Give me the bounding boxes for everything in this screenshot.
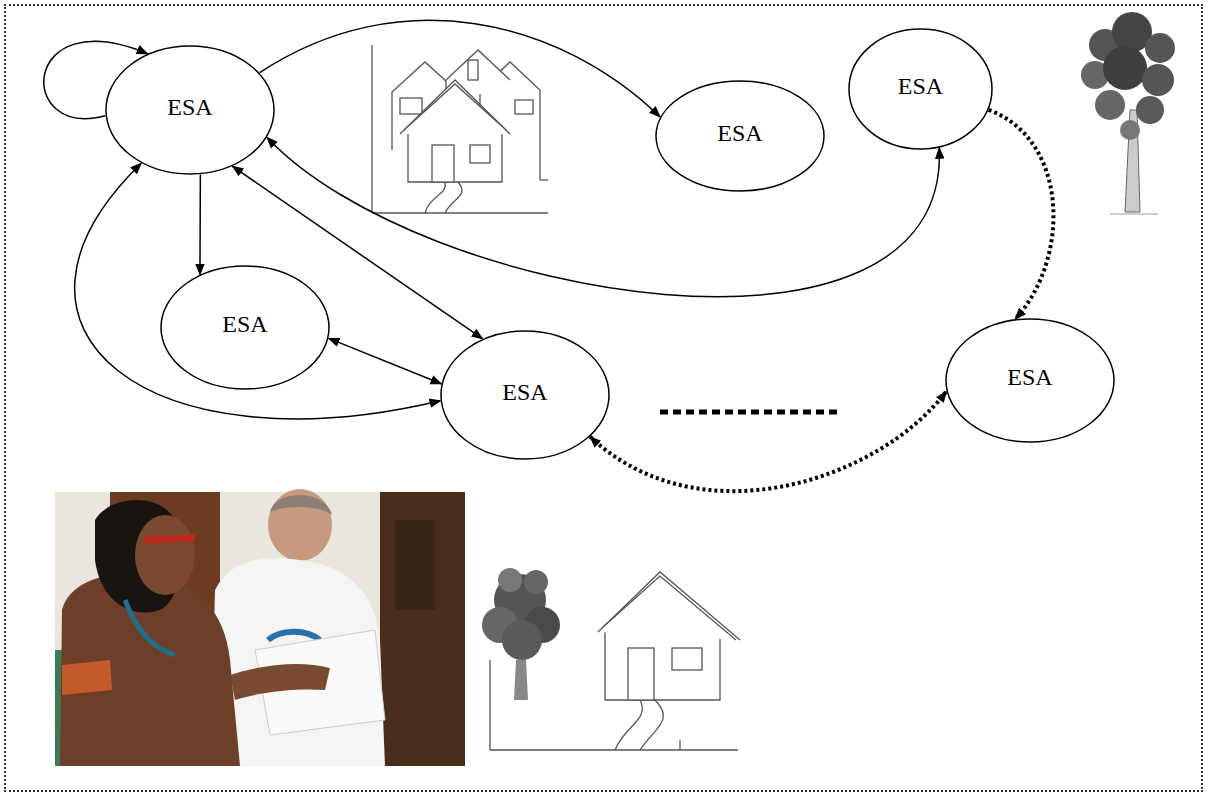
ellipse-node: ESA (440, 330, 610, 460)
ellipse-node: ESA (160, 265, 330, 390)
node-label: ESA (717, 120, 762, 147)
arrow-connector (267, 137, 939, 296)
dotted-arrow (590, 391, 946, 491)
tree-and-house-drawing (482, 568, 740, 750)
continuation-dots (660, 410, 842, 415)
ellipse-node: ESA (655, 80, 825, 192)
node-label: ESA (222, 311, 267, 338)
ellipse-node: ESA (945, 318, 1115, 443)
node-label: ESA (502, 379, 547, 406)
arrow-connector (75, 163, 441, 419)
node-label: ESA (167, 94, 212, 121)
ellipse-node: ESA (105, 45, 275, 175)
arrow-connector (260, 20, 660, 117)
photo (55, 489, 465, 766)
arrow-connector (199, 175, 201, 275)
ellipse-node: ESA (848, 28, 993, 150)
node-label: ESA (898, 73, 943, 100)
arrow-connector (329, 338, 442, 383)
houses-drawing (372, 45, 548, 213)
dotted-arrow (989, 110, 1054, 319)
tree-drawing (1081, 12, 1175, 214)
node-label: ESA (1007, 364, 1052, 391)
